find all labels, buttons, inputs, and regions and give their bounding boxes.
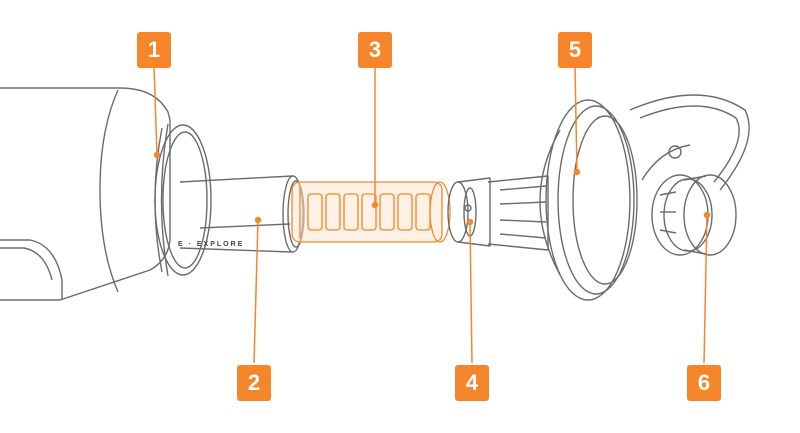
callout-1: 1 <box>137 32 171 68</box>
leader-line-5 <box>574 65 578 173</box>
callout-3: 3 <box>358 32 392 68</box>
leader-line-4 <box>469 221 473 364</box>
filter-cartridge <box>291 181 451 243</box>
leader-dot-4 <box>466 218 474 226</box>
callout-6: 6 <box>687 365 721 401</box>
coupling <box>447 175 549 251</box>
leader-line-1 <box>153 65 158 156</box>
leader-dot-3 <box>371 201 379 209</box>
callout-4: 4 <box>455 365 489 401</box>
leader-dot-1 <box>153 151 161 159</box>
callout-5: 5 <box>558 32 592 68</box>
leader-line-6 <box>703 214 708 364</box>
leader-dot-5 <box>573 168 581 176</box>
inner-tube: E · EXPLORE <box>178 175 305 253</box>
leader-dot-2 <box>254 216 262 224</box>
cap-knob <box>651 174 737 256</box>
cap-lid <box>539 94 750 301</box>
imprint-text: E · EXPLORE <box>178 241 244 248</box>
callout-2: 2 <box>237 365 271 401</box>
leader-dot-6 <box>703 211 711 219</box>
bottle-body <box>0 87 212 301</box>
leader-lines <box>153 65 711 364</box>
leader-line-2 <box>253 219 259 364</box>
